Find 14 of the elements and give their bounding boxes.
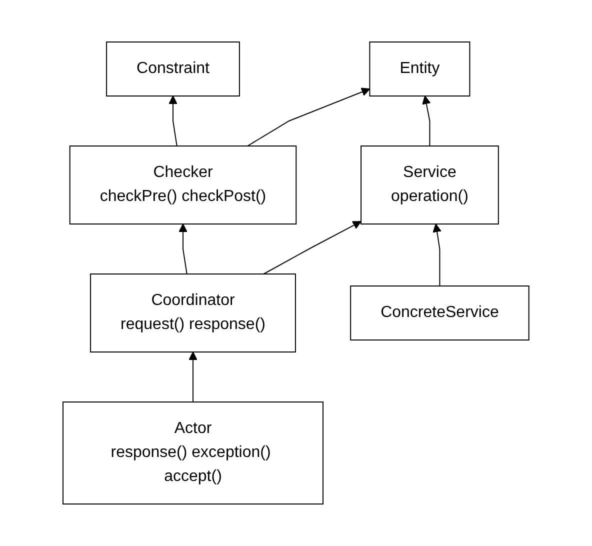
arrow [247,88,370,146]
node-box: Constraint [106,42,240,96]
node-box: Checker checkPre() checkPost() [69,146,297,224]
node-box: Entity [369,42,470,96]
node-box: ConcreteService [350,286,530,340]
arrow [432,224,442,286]
arrow [422,96,431,146]
arrow [188,352,198,402]
node-box: Coordinator request() response() [90,274,296,352]
arrow [263,221,362,274]
node-box: Service operation() [360,146,499,224]
arrow [168,96,178,146]
node-box: Actor response() exception() accept() [62,402,324,504]
arrow [178,224,188,274]
